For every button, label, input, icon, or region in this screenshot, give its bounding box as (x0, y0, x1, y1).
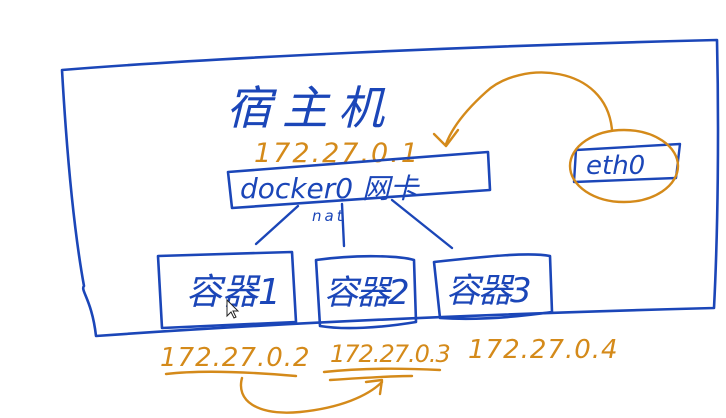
docker0-bridge-label: docker0 网卡 (240, 172, 420, 205)
container-1-ip-underline (164, 370, 298, 378)
container-3-box (432, 253, 554, 321)
host-machine-boundary (60, 38, 720, 338)
nat-label: nat (312, 207, 346, 225)
link-bridge-container-2 (340, 202, 346, 248)
container-1-to-2-arrow (239, 376, 384, 414)
mouse-cursor-icon (226, 298, 240, 319)
docker0-bridge-box (226, 150, 492, 210)
container-1-box (156, 250, 298, 330)
eth0-label: eth0 (586, 151, 645, 181)
container-2-box (314, 254, 418, 330)
link-bridge-container-1 (254, 204, 300, 246)
container-3-ip: 172.27.0.4 (468, 335, 619, 365)
container-3-label: 容器3 (446, 271, 530, 311)
container-1-to-2-arrowhead (364, 378, 384, 396)
container-2-label: 容器2 (324, 273, 408, 313)
eth0-to-bridge-arrow (444, 71, 614, 146)
eth0-to-bridge-arrowhead (432, 128, 460, 148)
eth0-highlight-circle (568, 128, 680, 204)
host-machine-title: 宿主机 (226, 81, 394, 135)
container-2-ip-underline-1 (322, 367, 442, 374)
container-2-ip: 172.27.0.3 (330, 340, 450, 368)
link-bridge-container-3 (390, 198, 454, 250)
container-1-ip: 172.27.0.2 (160, 343, 311, 373)
container-2-ip-underline-2 (328, 374, 414, 382)
